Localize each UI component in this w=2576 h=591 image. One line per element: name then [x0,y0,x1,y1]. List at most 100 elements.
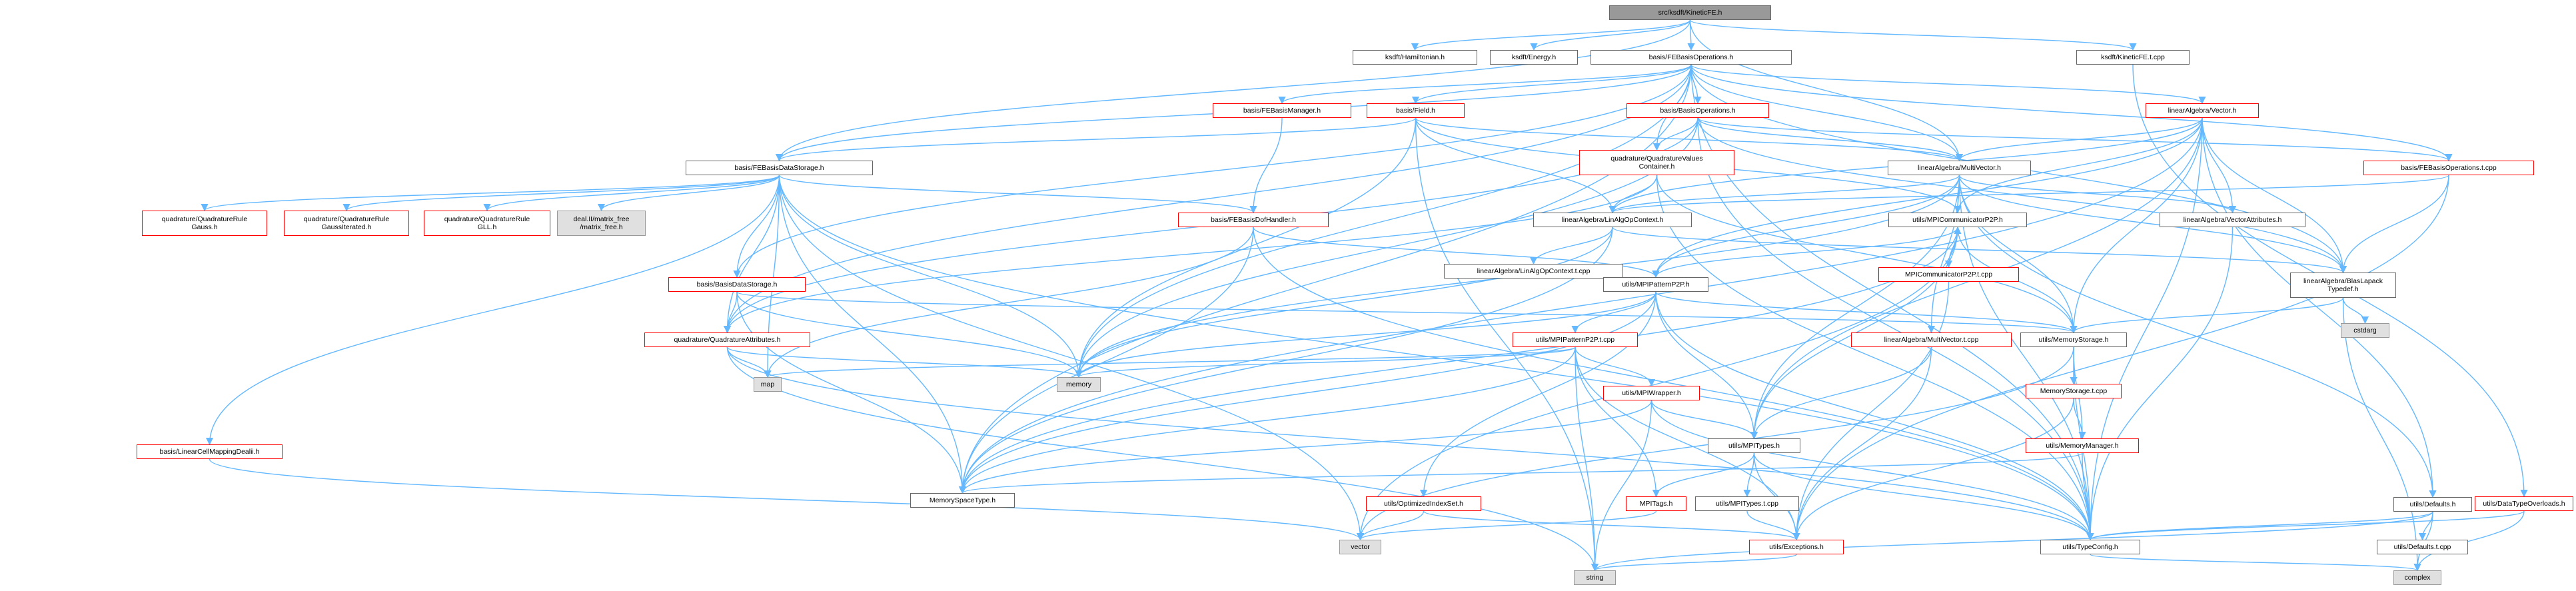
node-febmgr[interactable]: basis/FEBasisManager.h [1213,103,1351,118]
edge-mpipat_t-to-string [1575,346,1599,572]
edge-mpiwrap-to-mpitypes [1650,400,1758,440]
node-label: memory [1066,380,1091,388]
edge-multivec-to-mpipat [1652,175,1960,279]
node-label: linearAlgebra/LinAlgOpContext.h [1561,216,1664,224]
node-memmgr[interactable]: utils/MemoryManager.h [2026,438,2139,453]
node-label: utils/MPIPatternP2P.h [1622,281,1690,289]
node-febops[interactable]: basis/FEBasisOperations.h [1591,50,1792,65]
node-mpicomm_t[interactable]: MPICommunicatorP2P.t.cpp [1878,267,2019,282]
edge-lavector-to-blas [2202,117,2347,274]
node-energy[interactable]: ksdft/Energy.h [1490,50,1578,65]
node-defaults[interactable]: utils/Defaults.h [2393,497,2472,512]
node-exceptions[interactable]: utils/Exceptions.h [1749,540,1844,554]
edge-blas-to-cstdarg [2342,297,2369,324]
node-mpipat[interactable]: utils/MPIPatternP2P.h [1603,277,1708,292]
node-febops_t[interactable]: basis/FEBasisOperations.t.cpp [2363,161,2534,175]
node-kinfe_t[interactable]: ksdft/KineticFE.t.cpp [2076,50,2190,65]
node-multivec_t[interactable]: linearAlgebra/MultiVector.t.cpp [1851,332,2012,347]
node-febdof[interactable]: basis/FEBasisDofHandler.h [1178,213,1329,227]
node-multivec[interactable]: linearAlgebra/MultiVector.h [1888,161,2031,175]
node-mpipat_t[interactable]: utils/MPIPatternP2P.t.cpp [1513,332,1638,347]
edge-qvc-to-typeconfig [1656,175,2094,541]
edge-febdof-to-map [764,227,1254,378]
node-qrgll[interactable]: quadrature/QuadratureRule GLL.h [424,211,550,236]
node-ham[interactable]: ksdft/Hamiltonian.h [1353,50,1477,65]
node-label: basis/FEBasisOperations.h [1648,53,1734,61]
node-basisops[interactable]: basis/BasisOperations.h [1626,103,1769,118]
node-mpitypes_t[interactable]: utils/MPITypes.t.cpp [1695,496,1799,511]
node-defaults_t[interactable]: utils/Defaults.t.cpp [2377,540,2468,554]
edge-vecattr-to-typeconfig [2086,227,2234,541]
node-memstore_t[interactable]: MemoryStorage.t.cpp [2026,384,2122,398]
edge-mpipat-to-memory [1075,291,1656,378]
edge-memmgr-to-typeconfig [2082,452,2094,541]
edge-febops-to-memory [1075,64,1692,378]
node-label: linearAlgebra/VectorAttributes.h [2183,216,2282,224]
edge-root-to-kinfe_t [1689,19,2137,51]
edge-mpipat_t-to-memspace [958,346,1576,494]
edge-mpiwrap-to-memspace [959,400,1652,494]
edge-febops-to-memspace [958,64,1692,494]
edge-root-to-ham [1411,19,1691,51]
edge-memstore_t-to-exceptions [1792,398,2074,541]
node-label: utils/MPICommunicatorP2P.h [1912,216,2003,224]
edge-febds-to-febdof [778,175,1257,214]
node-label: quadrature/QuadratureRule GLL.h [444,215,530,231]
node-qattr[interactable]: quadrature/QuadratureAttributes.h [644,332,810,347]
node-memstore[interactable]: utils/MemoryStorage.h [2020,332,2127,347]
edge-lavector-to-vecattr [2202,117,2237,214]
node-label: utils/DataTypeOverloads.h [2483,500,2565,508]
edge-febdof-to-typeconfig [1253,227,2094,541]
node-label: src/ksdft/KineticFE.h [1658,9,1722,17]
node-memspace[interactable]: MemorySpaceType.h [910,493,1015,508]
node-typeconfig[interactable]: utils/TypeConfig.h [2040,540,2140,554]
edge-lavector-to-multivec [1956,117,2203,162]
node-linalgctx_t[interactable]: linearAlgebra/LinAlgOpContext.t.cpp [1444,264,1623,279]
node-label: linearAlgebra/MultiVector.h [1918,164,2001,172]
node-linalgctx[interactable]: linearAlgebra/LinAlgOpContext.h [1533,213,1692,227]
node-mpitypes[interactable]: utils/MPITypes.h [1708,438,1800,453]
node-optidx[interactable]: utils/OptimizedIndexSet.h [1366,496,1481,511]
edge-mpipat_t-to-memory [1075,346,1576,378]
node-basisds[interactable]: basis/BasisDataStorage.h [668,277,806,292]
node-label: utils/MPIPatternP2P.t.cpp [1535,336,1615,344]
edge-linalgctx-to-memory [1075,227,1613,378]
edge-basisds-to-qattr [723,291,738,334]
edge-root-to-multivec [1689,19,1964,162]
node-blas[interactable]: linearAlgebra/BlasLapack Typedef.h [2290,273,2396,298]
edge-multivec-to-linalgctx [1609,175,1960,214]
node-qrgaussit[interactable]: quadrature/QuadratureRule GaussIterated.… [284,211,409,236]
edge-blas-to-memstore [2070,297,2344,334]
edge-mpicomm_t-to-exceptions [1792,281,1950,541]
node-label: utils/MPITypes.t.cpp [1716,500,1778,508]
node-dealii: deal.II/matrix_free /matrix_free.h [557,211,646,236]
node-mpicomm[interactable]: utils/MPICommunicatorP2P.h [1888,213,2027,227]
edge-mpipat_t-to-map [764,346,1576,378]
edge-basisops-to-blas [1697,117,2347,274]
node-qvc[interactable]: quadrature/QuadratureValues Container.h [1579,150,1734,175]
node-febds[interactable]: basis/FEBasisDataStorage.h [686,161,873,175]
node-qrgauss[interactable]: quadrature/QuadratureRule Gauss.h [142,211,267,236]
node-label: utils/Defaults.t.cpp [2393,543,2451,551]
edge-lavector-to-mpipat [1652,117,2203,279]
node-dtover[interactable]: utils/DataTypeOverloads.h [2475,496,2573,511]
node-vecattr[interactable]: linearAlgebra/VectorAttributes.h [2160,213,2305,227]
edge-basisds-to-memory [736,291,1083,378]
node-label: quadrature/QuadratureAttributes.h [674,336,781,344]
node-mpiwrap[interactable]: utils/MPIWrapper.h [1603,386,1700,400]
node-lavector[interactable]: linearAlgebra/Vector.h [2146,103,2259,118]
edge-mpitags-to-vector [1357,510,1657,541]
node-label: utils/MemoryStorage.h [2038,336,2109,344]
node-field[interactable]: basis/Field.h [1367,103,1465,118]
edge-multivec-to-memstore [1958,175,2078,334]
node-label: ksdft/Energy.h [1511,53,1557,61]
edge-mpitypes-to-typeconfig [1753,452,2094,541]
edge-qvc-to-qattr [724,175,1658,334]
node-mpitags[interactable]: MPITags.h [1626,496,1686,511]
node-label: linearAlgebra/MultiVector.t.cpp [1884,336,1979,344]
edge-field-to-febds [776,117,1417,162]
node-label: utils/TypeConfig.h [2062,543,2118,551]
edge-febops-to-basisds [733,64,1692,279]
edge-qattr-to-typeconfig [726,346,2094,541]
node-lincell[interactable]: basis/LinearCellMappingDealii.h [137,444,283,459]
